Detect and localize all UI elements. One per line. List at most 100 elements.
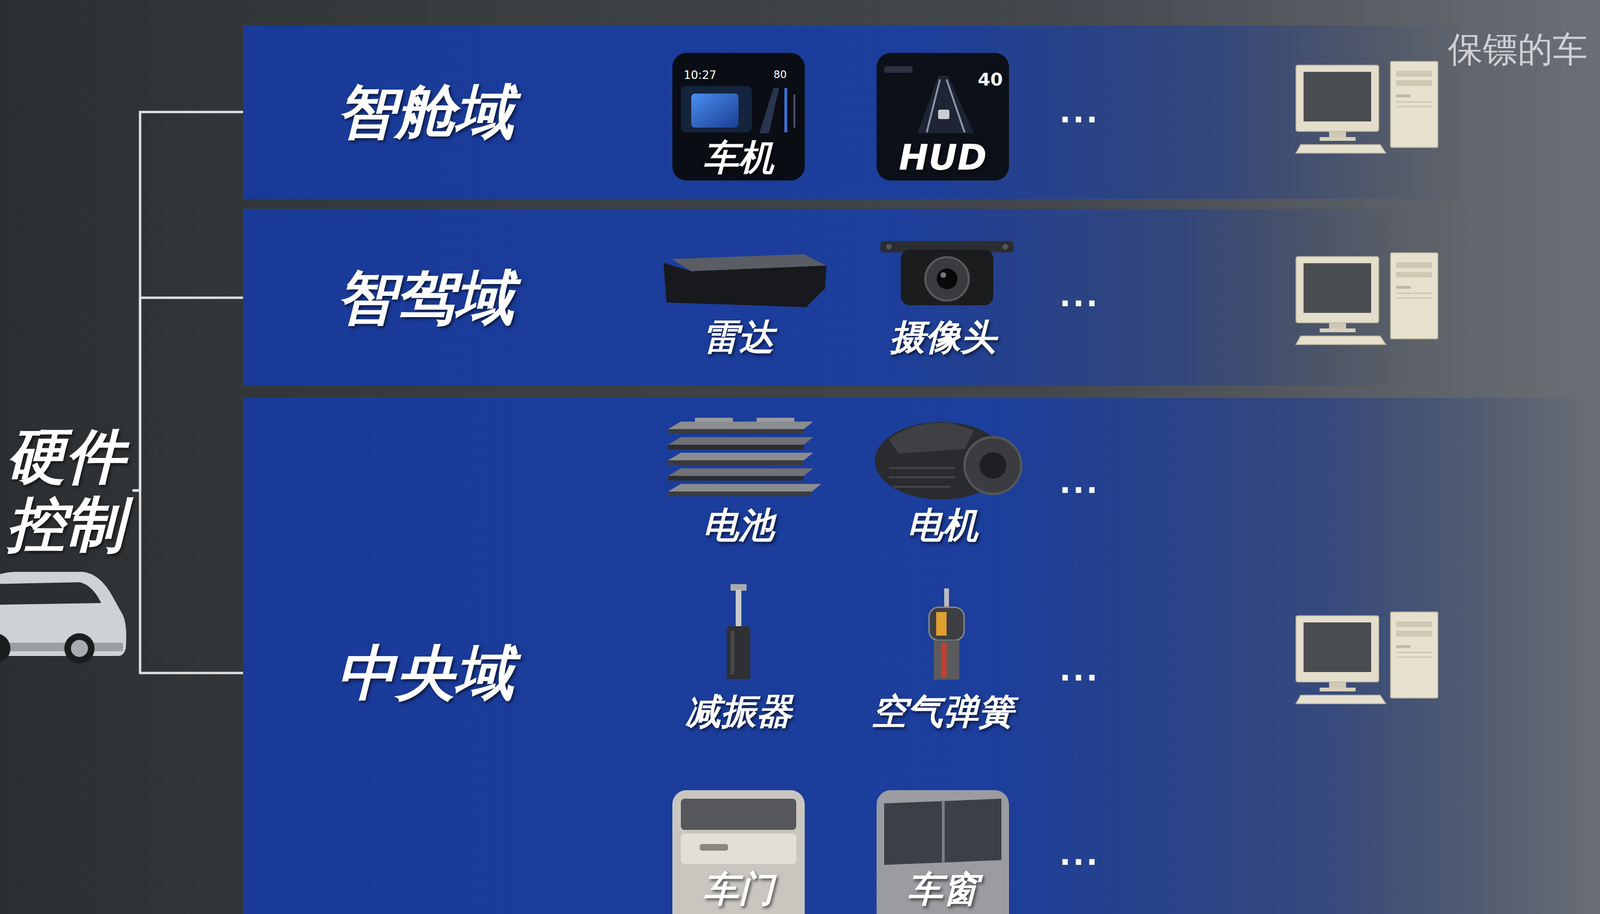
component-label: 电池 <box>703 504 774 547</box>
component-label: 车门 <box>703 868 774 911</box>
component-label: 空气弹簧 <box>871 690 1014 733</box>
air-spring-picture <box>944 588 949 609</box>
component-label: 车机 <box>703 136 774 179</box>
battery-picture <box>668 437 814 445</box>
hud-tile <box>938 109 950 120</box>
component-label: 减振器 <box>685 690 792 733</box>
car-picture <box>0 582 102 606</box>
screen-time: 10:27 <box>683 68 717 83</box>
motor-picture <box>874 422 1022 500</box>
head-unit-tile <box>784 87 788 133</box>
computer-icon <box>1295 252 1438 345</box>
domain-band: 中央域 电池 电机减振器 空气弹簧车门 车窗 <box>243 398 1600 914</box>
component-item: 电机 <box>874 417 1012 549</box>
bracket-line <box>132 297 244 491</box>
band-fill <box>243 25 1466 200</box>
camera-picture <box>940 272 947 279</box>
motor-picture <box>888 467 956 470</box>
component-item: 车窗 <box>876 790 1009 914</box>
shock-absorber-picture <box>726 584 751 680</box>
component-item: 摄像头 <box>874 236 1012 361</box>
air-spring-picture <box>933 640 960 680</box>
label-slot: ... <box>1059 652 1100 689</box>
head-unit-tile <box>793 94 796 128</box>
domain-band: 智舱域车机HUD <box>243 25 1466 200</box>
head-unit-tile <box>680 86 752 133</box>
more-mark: ... <box>1059 278 1100 315</box>
domain-title: 智舱域 <box>336 76 514 148</box>
hud-speed: 40 <box>977 69 1003 91</box>
computer-icon <box>1295 61 1438 154</box>
air-spring-picture <box>929 588 965 680</box>
car-picture <box>0 572 127 657</box>
battery-picture <box>668 476 804 481</box>
screen-speed: 80 <box>773 68 787 81</box>
motor-picture <box>979 452 1007 479</box>
air-spring-picture <box>929 607 965 641</box>
component-item: 空气弹簧 <box>866 581 1020 735</box>
domain-title: 中央域 <box>336 637 514 709</box>
head-unit-tile <box>672 52 805 181</box>
hud-tile <box>876 52 1009 181</box>
component-item: 车门 <box>672 790 805 914</box>
car-picture <box>0 572 127 664</box>
domain-title: 智驾域 <box>336 262 514 334</box>
label-slot: ... <box>1059 94 1100 131</box>
window-tile <box>876 790 1009 914</box>
camera-picture <box>925 257 969 301</box>
door-tile <box>680 799 797 831</box>
component-item: 减振器 <box>669 581 808 735</box>
radar-picture <box>663 262 827 308</box>
label-slot: 80 <box>773 68 787 81</box>
domain-band: 智驾域 雷达摄像头 <box>243 208 1419 386</box>
window-tile <box>876 790 1009 914</box>
label-slot: ... <box>1059 278 1100 315</box>
shock-absorber-picture <box>735 590 742 628</box>
computer-icon <box>1295 61 1438 705</box>
battery-picture <box>668 444 804 450</box>
head-unit-tile <box>759 87 780 134</box>
head-unit-tile <box>672 52 805 181</box>
bracket-line <box>132 112 244 491</box>
battery-picture <box>756 417 795 422</box>
bracket-line <box>132 490 244 674</box>
motor-picture <box>888 422 974 454</box>
battery-picture <box>668 417 822 497</box>
battery-picture <box>668 421 814 430</box>
battery-picture <box>668 460 804 466</box>
shock-absorber-picture <box>726 626 751 680</box>
window-tile <box>941 800 945 864</box>
head-unit-tile <box>691 93 739 128</box>
car-picture <box>0 643 123 652</box>
shock-absorber-picture <box>730 584 747 592</box>
air-spring-picture <box>940 643 947 678</box>
air-spring-picture <box>936 612 947 636</box>
door-tile <box>680 834 797 865</box>
hud-tile <box>876 52 1009 181</box>
component-label: 电机 <box>907 504 979 547</box>
car-picture <box>70 640 88 658</box>
motor-picture <box>888 476 956 479</box>
door-tile <box>672 790 805 914</box>
band-fill <box>243 25 1600 914</box>
battery-picture <box>668 491 812 497</box>
more-mark: ... <box>1059 464 1100 502</box>
component-item: 雷达 <box>669 236 808 361</box>
component-item: 电池 <box>669 417 808 549</box>
more-mark: ... <box>1059 652 1100 689</box>
hud-tile <box>884 66 913 73</box>
radar-picture <box>663 254 827 308</box>
door-tile <box>699 844 729 852</box>
hardware-root: 硬件控制 <box>6 422 133 559</box>
camera-picture <box>936 268 958 290</box>
battery-picture <box>668 452 814 461</box>
hud-tile <box>917 75 974 134</box>
shock-absorber-picture <box>730 631 735 675</box>
band-fill <box>243 398 1600 914</box>
window-tile <box>884 799 1002 866</box>
hud-tile <box>946 79 965 133</box>
camera-picture <box>880 241 1014 306</box>
door-tile <box>672 790 805 914</box>
